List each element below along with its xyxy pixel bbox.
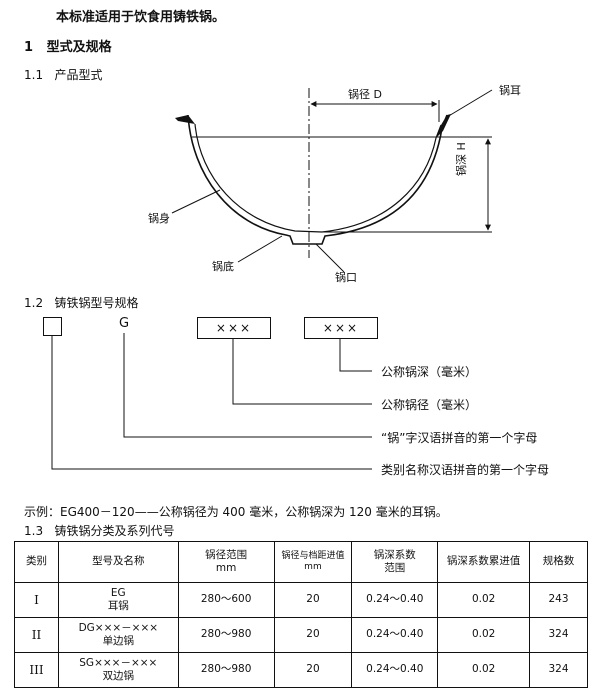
cell-name: 单边锅 [102,635,135,647]
table-row: II DG×××－×××单边锅 280～980 20 0.24～0.40 0.0… [14,617,588,653]
label-guo-pinyin: “锅”字汉语拼音的第一个字母 [381,431,538,445]
depth-label: 锅深 H [455,142,468,176]
cell-depth-coef: 0.24～0.40 [351,652,439,688]
cell-spec-count: 324 [529,617,588,653]
body-label: 锅身 [148,212,170,225]
section-1-3-heading: 1.3 铸铁锅分类及系列代号 [24,522,175,539]
header-spec-count: 规格数 [529,541,588,583]
cell-model-name: SG×××－×××双边锅 [57,652,179,688]
body-leader [171,189,221,214]
cell-depth-increment: 0.02 [437,582,531,618]
section-1-title: 型式及规格 [46,40,112,55]
label-nominal-depth: 公称锅深（毫米） [381,365,478,379]
code-connector-lines [51,333,372,470]
diameter-label: 锅径 D [348,88,382,101]
cell-depth-coef: 0.24～0.40 [351,617,439,653]
cell-category: II [14,617,59,653]
cell-diameter-step: 20 [273,617,353,653]
cell-category: III [14,652,59,688]
cell-spec-count: 324 [529,652,588,688]
classification-table: 类别 型号及名称 锅径范围 mm 锅径与档距进值 mm 锅深系数 范围 锅深系数… [14,541,588,688]
cell-category: I [14,582,59,618]
cell-model-name: DG×××－×××单边锅 [57,617,179,653]
cell-name: 耳锅 [107,600,129,612]
header-category: 类别 [14,541,59,583]
section-1-3-title: 铸铁锅分类及系列代号 [54,524,175,538]
diameter-code-box: ××× [197,317,271,339]
intro-text: 本标准适用于饮食用铸铁锅。 [56,10,226,25]
bottom-leader [237,235,283,263]
mouth-label: 锅口 [335,271,357,284]
right-ear-shape [436,114,451,138]
ear-label: 锅耳 [499,84,521,97]
ear-leader [446,89,493,118]
header-diameter-range: 锅径范围 mm [177,541,275,583]
example-text: 示例：EG400－120——公称锅径为 400 毫米，公称锅深为 120 毫米的… [24,505,448,519]
header-depth-coef-increment: 锅深系数累进值 [437,541,531,583]
section-1-2-heading: 1.2 铸铁锅型号规格 [24,294,139,311]
cell-depth-increment: 0.02 [437,617,531,653]
section-1-1-title: 产品型式 [54,68,103,82]
header-diameter-step: 锅径与档距进值 mm [273,541,353,583]
section-1-heading: 1 型式及规格 [24,36,112,55]
cell-spec-count: 243 [529,582,588,618]
depth-code-box: ××× [304,317,378,339]
bottom-label: 锅底 [212,260,234,273]
cell-depth-coef: 0.24～0.40 [351,582,439,618]
table-row: III SG×××－×××双边锅 280～980 20 0.24～0.40 0.… [14,652,588,688]
section-1-number: 1 [24,40,34,55]
wok-inner-contour [194,123,442,233]
cell-name: 双边锅 [102,670,135,682]
cell-diameter-range: 280～980 [177,652,275,688]
mouth-leader [315,243,345,273]
left-ear-shape [175,115,195,124]
label-nominal-diameter: 公称锅径（毫米） [381,398,478,412]
label-category-pinyin: 类别名称汉语拼音的第一个字母 [381,463,550,477]
section-1-2-title: 铸铁锅型号规格 [54,296,139,310]
wok-outer-contour [187,114,448,245]
section-1-1-heading: 1.1 产品型式 [24,66,103,83]
cell-diameter-range: 280～600 [177,582,275,618]
cell-diameter-range: 280～980 [177,617,275,653]
section-1-3-number: 1.3 [24,524,44,538]
cell-diameter-step: 20 [273,582,353,618]
cell-diameter-step: 20 [273,652,353,688]
section-1-1-number: 1.1 [24,68,44,82]
cell-model: DG×××－××× [78,621,159,634]
cell-model: EG [110,586,126,599]
cell-model: SG×××－××× [79,656,158,669]
header-model-name: 型号及名称 [57,541,179,583]
cell-depth-increment: 0.02 [437,652,531,688]
category-code-box [43,317,62,336]
table-header-row: 类别 型号及名称 锅径范围 mm 锅径与档距进值 mm 锅深系数 范围 锅深系数… [14,541,588,583]
code-letter-g: G [119,316,130,331]
header-depth-coef-range: 锅深系数 范围 [351,541,439,583]
section-1-2-number: 1.2 [24,296,44,310]
